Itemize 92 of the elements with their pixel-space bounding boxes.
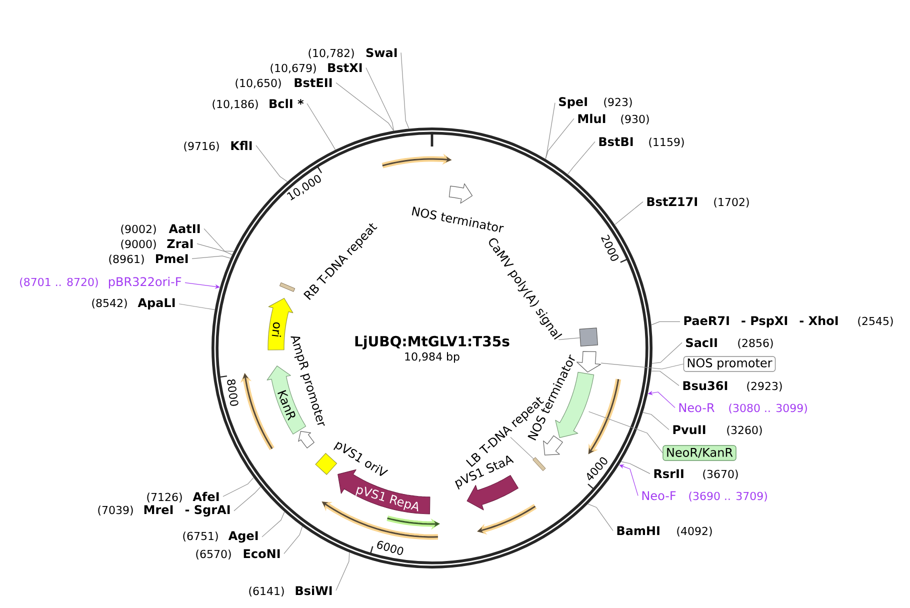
leader-line — [262, 512, 285, 538]
position-number: (3260) — [727, 426, 762, 436]
site-label: SpeI — [559, 97, 587, 108]
plasmid-name: LjUBQ:MtGLV1:T35s — [355, 336, 510, 350]
feature-label: NeoR/KanR — [662, 445, 736, 461]
leader-line — [256, 145, 288, 182]
site-label: KflI — [231, 140, 252, 150]
leader-line — [284, 526, 303, 554]
position-number: (6570) — [196, 550, 231, 560]
site-label: Bsu36I — [683, 381, 728, 390]
site-label: MluI — [578, 114, 606, 124]
position-number: (10,782) — [308, 48, 354, 58]
position-number: (2923) — [747, 382, 782, 392]
position-number: (8961) — [109, 254, 144, 264]
primer-label: pBR322ori-F — [108, 276, 182, 288]
leader-line — [588, 504, 614, 531]
site-label: BclI * — [270, 98, 304, 108]
leader-line — [336, 82, 394, 132]
position-number: (923) — [604, 98, 632, 108]
position-number: (9000) — [121, 240, 156, 250]
primer-label: Neo-R — [679, 403, 714, 412]
tick-label: 8000 — [227, 379, 238, 406]
primer-label: Neo-F — [642, 491, 676, 500]
leader-line — [567, 141, 596, 175]
leader-line — [620, 461, 650, 474]
plasmid-size: 10,984 bp — [405, 352, 460, 363]
site-label: PmeI — [156, 254, 188, 264]
site-label: BsiWI — [296, 586, 332, 596]
site-label: BstZ17I — [647, 197, 697, 206]
site-label: EcoNI — [244, 549, 280, 558]
leader-line — [545, 118, 574, 160]
leader-line — [545, 102, 556, 160]
position-number: (6751) — [183, 532, 218, 542]
position-number: (930) — [621, 114, 649, 124]
site-label: BstEII — [294, 78, 332, 88]
position-number: (3080 .. 3099) — [729, 404, 807, 414]
site-label: MreI - SgrAI — [144, 505, 230, 517]
feature-label: NOS promoter — [683, 356, 776, 372]
feature-shape — [576, 351, 602, 372]
position-number: (9716) — [184, 142, 219, 152]
site-label: BamHI — [617, 526, 660, 536]
site-label: RsrII — [654, 469, 684, 478]
site-label: ZraI — [167, 239, 193, 248]
leader-line — [600, 362, 684, 370]
leader-line — [222, 477, 254, 497]
leader-line — [196, 243, 232, 256]
tick-label: 6000 — [377, 540, 404, 555]
position-number: (9002) — [121, 224, 156, 234]
site-label: BstBI — [599, 137, 633, 146]
position-number: (7039) — [98, 506, 133, 516]
position-number: (7126) — [147, 492, 182, 502]
leader-line — [400, 52, 410, 129]
leader-line — [588, 411, 663, 454]
site-label: BstXI — [328, 63, 362, 72]
position-number: (10,679) — [270, 64, 316, 74]
position-number: (8701 .. 8720) — [20, 278, 98, 288]
position-number: (3690 .. 3709) — [689, 492, 767, 502]
site-label: AfeI — [192, 492, 219, 502]
position-number: (2545) — [858, 316, 893, 326]
feature-bar — [532, 457, 546, 472]
site-label: AatII — [168, 224, 200, 234]
site-label: ApaLI — [138, 298, 175, 310]
leader-line — [178, 304, 216, 310]
position-number: (10,186) — [212, 100, 258, 110]
position-number: (8542) — [92, 298, 127, 308]
site-label: SwaI — [366, 48, 397, 58]
site-label: PaeR7I - PspXI - XhoI — [684, 316, 838, 328]
position-number: (10,650) — [236, 78, 281, 88]
tick-label: 2000 — [601, 234, 618, 261]
leader-line — [192, 256, 231, 259]
position-number: (6141) — [249, 586, 284, 596]
leader-line — [558, 338, 580, 340]
site-label: PvuII — [673, 425, 706, 434]
position-number: (2856) — [738, 338, 773, 348]
position-number: (4092) — [677, 526, 712, 536]
leader-line — [510, 436, 534, 460]
site-label: SacII — [686, 338, 717, 348]
leader-line — [614, 201, 644, 225]
leader-line — [234, 486, 261, 512]
leader-line — [306, 103, 336, 150]
leader-line — [642, 412, 670, 430]
position-number: (3670) — [703, 470, 738, 480]
position-number: (1159) — [649, 138, 684, 148]
leader-line — [652, 342, 682, 364]
position-number: (1702) — [714, 198, 749, 208]
leader-line — [366, 67, 394, 132]
feature-label: NOS terminator — [412, 206, 504, 232]
site-label: AgeI — [228, 531, 258, 543]
leader-line — [651, 370, 680, 386]
leader-line — [651, 321, 680, 326]
leader-line — [336, 552, 350, 591]
leader-line — [204, 228, 234, 252]
